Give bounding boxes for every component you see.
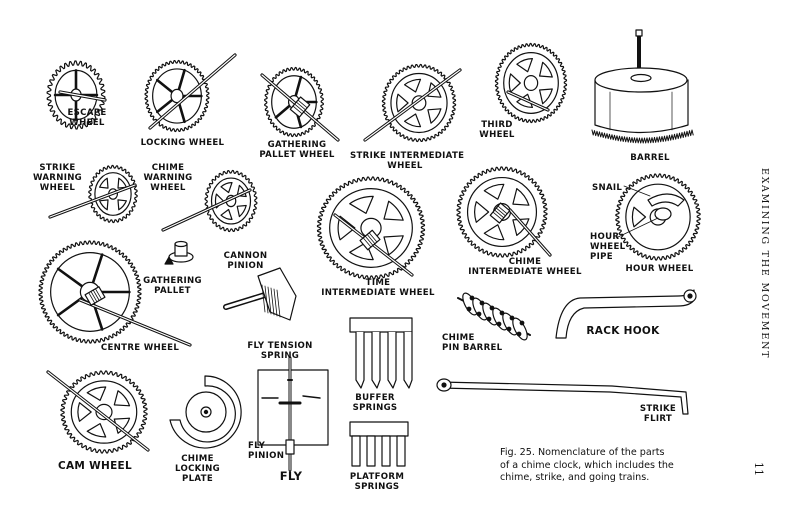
label-snail: SNAIL (592, 183, 623, 193)
gathering-pallet-wheel-drawing (260, 66, 340, 142)
strike-intermediate-wheel-drawing (363, 63, 462, 143)
label-locking-wheel: LOCKING WHEEL (140, 138, 225, 148)
locking-wheel-drawing (144, 53, 237, 133)
fly-drawing (257, 356, 329, 472)
buffer-springs-drawing (349, 317, 413, 389)
label-barrel: BARREL (630, 153, 670, 163)
strike-flirt-drawing (436, 378, 689, 415)
label-rack-hook: RACK HOOK (586, 325, 660, 337)
chime-pin-barrel-drawing (457, 292, 531, 341)
cannon-pinion-drawing (223, 267, 297, 321)
time-intermediate-wheel-drawing (316, 176, 426, 280)
label-fly: FLY (279, 469, 303, 483)
label-centre-wheel: CENTRE WHEEL (100, 343, 180, 353)
strike-warning-wheel-drawing (48, 164, 138, 224)
page-number: 11 (752, 462, 765, 476)
cam-wheel-drawing (46, 370, 150, 454)
escape-wheel-drawing (46, 60, 107, 130)
chime-locking-plate-drawing (169, 375, 242, 449)
snail-drawing (615, 185, 685, 239)
chime-warning-wheel-drawing (161, 169, 258, 233)
chime-intermediate-wheel-drawing (456, 166, 552, 258)
third-wheel-drawing (494, 42, 568, 124)
figure-caption: Fig. 25. Nomenclature of the parts of a … (500, 447, 674, 483)
running-head: EXAMINING THE MOVEMENT (759, 168, 770, 360)
gathering-pallet-drawing (164, 240, 194, 265)
rack-hook-drawing (555, 289, 697, 339)
label-cam-wheel: CAM WHEEL (57, 460, 133, 472)
barrel-drawing (591, 29, 694, 144)
label-hour-wheel: HOUR WHEEL (625, 264, 694, 274)
centre-wheel-drawing (38, 240, 192, 347)
platform-springs-drawing (349, 421, 409, 467)
